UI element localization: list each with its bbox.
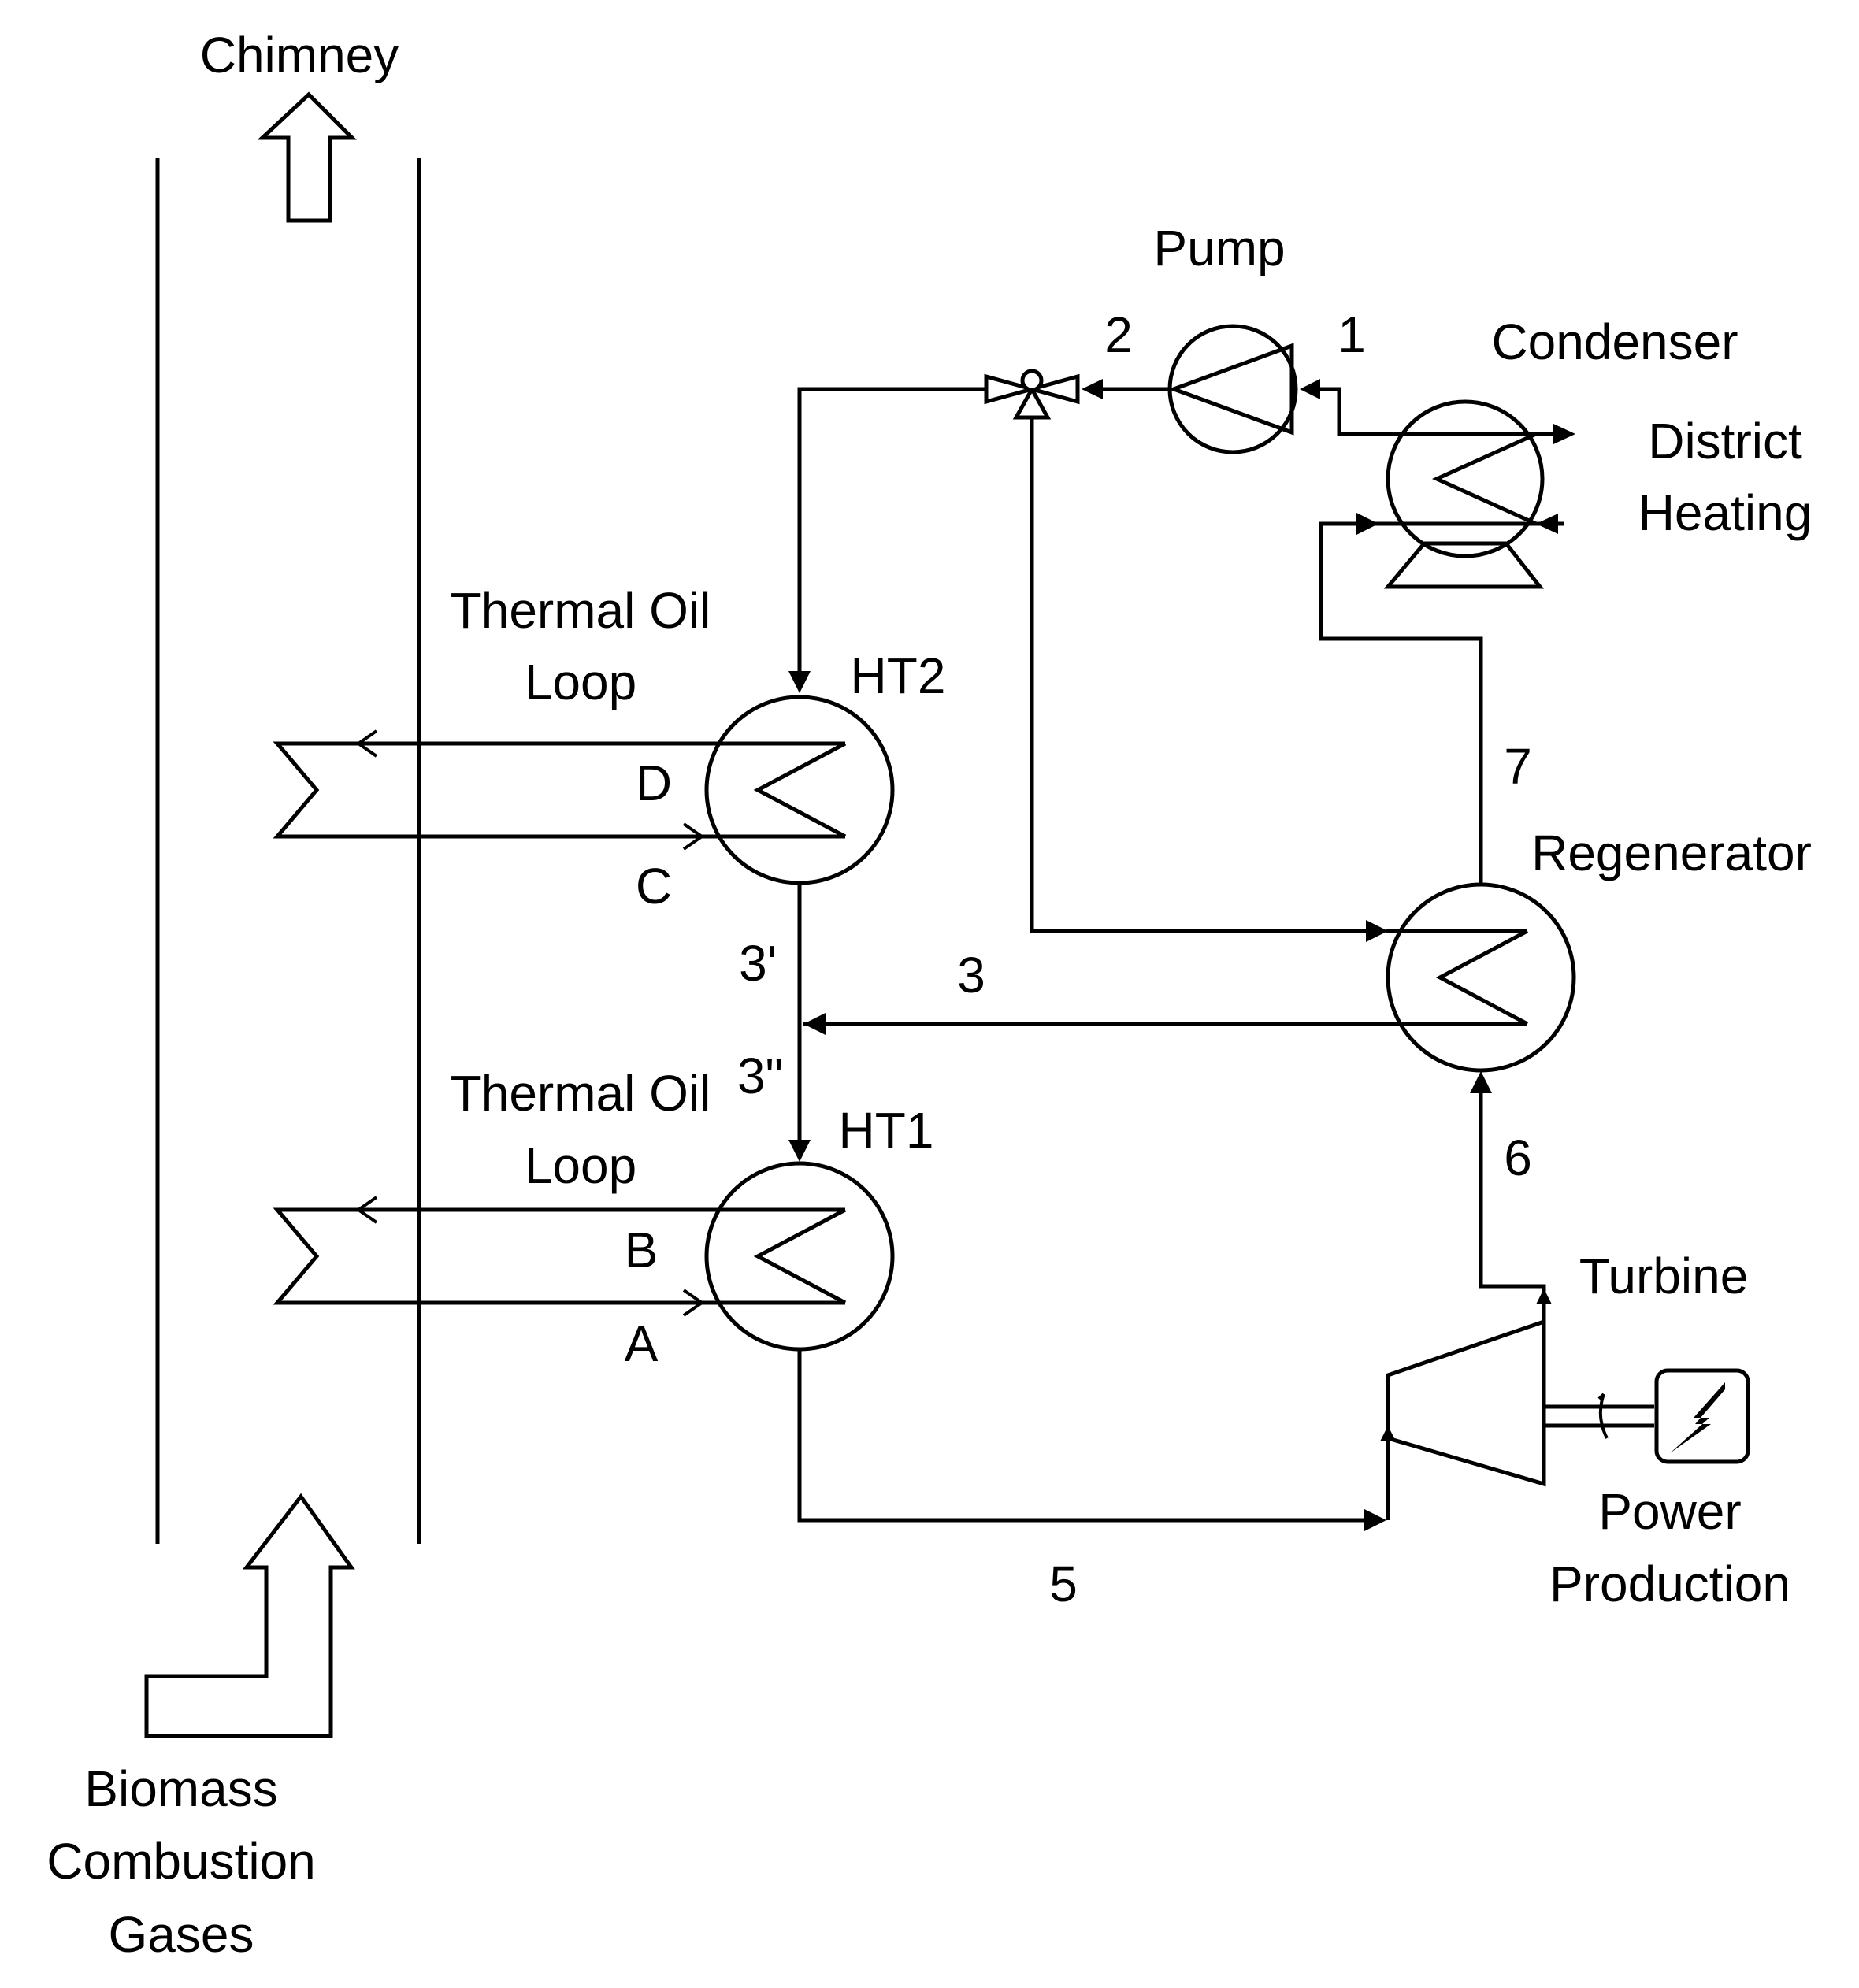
district-heating-label-2: Heating <box>1638 484 1813 541</box>
thermal-oil-loop-top-label-1: Thermal Oil <box>451 582 711 639</box>
pump-label: Pump <box>1153 220 1285 276</box>
state-point-3: 3 <box>957 947 985 1003</box>
ht1-label: HT1 <box>839 1102 934 1159</box>
flue-gas-duct <box>155 158 421 1544</box>
pump <box>1167 324 1298 454</box>
ht1-heat-exchanger <box>704 1161 895 1352</box>
thermal-oil-loop-top-label-2: Loop <box>525 654 636 710</box>
state-point-6: 6 <box>1504 1129 1532 1186</box>
turbine <box>1380 1289 1654 1520</box>
oil-point-c: C <box>636 858 672 914</box>
biomass-label-1: Biomass <box>84 1760 277 1817</box>
thermal-oil-loop-bottom-label-1: Thermal Oil <box>451 1065 711 1122</box>
thermal-oil-loop-bottom <box>273 1196 845 1317</box>
regenerator-label: Regenerator <box>1531 825 1812 881</box>
condenser-label: Condenser <box>1491 313 1738 370</box>
power-production-label-1: Power <box>1598 1483 1741 1540</box>
lightning-icon <box>1670 1382 1725 1453</box>
state-point-2: 2 <box>1104 306 1133 363</box>
district-heating-label-1: District <box>1648 413 1802 469</box>
working-fluid-pipes <box>788 379 1546 1531</box>
turbine-label: Turbine <box>1579 1248 1749 1304</box>
regenerator <box>803 882 1576 1073</box>
ht2-heat-exchanger <box>704 695 895 885</box>
ht2-label: HT2 <box>851 647 946 704</box>
biomass-label-3: Gases <box>109 1906 254 1963</box>
thermal-oil-loop-bottom-label-2: Loop <box>525 1137 636 1194</box>
state-point-7: 7 <box>1504 738 1532 795</box>
state-point-3-prime: 3' <box>739 935 777 992</box>
biomass-gas-inlet-arrow <box>144 1493 355 1738</box>
chimney-label: Chimney <box>200 27 399 83</box>
thermal-oil-loop-top <box>273 729 845 851</box>
state-point-3-double-prime: 3" <box>737 1048 783 1104</box>
three-way-valve <box>984 369 1080 420</box>
chimney-outlet-arrow <box>257 91 358 223</box>
generator <box>1654 1368 1750 1464</box>
power-production-label-2: Production <box>1549 1556 1790 1612</box>
oil-point-d: D <box>636 755 672 811</box>
state-point-5: 5 <box>1049 1556 1078 1612</box>
oil-point-b: B <box>625 1222 659 1278</box>
state-point-1: 1 <box>1338 306 1366 363</box>
condenser <box>1371 399 1575 589</box>
oil-point-a: A <box>625 1315 659 1372</box>
biomass-label-2: Combustion <box>46 1833 316 1890</box>
